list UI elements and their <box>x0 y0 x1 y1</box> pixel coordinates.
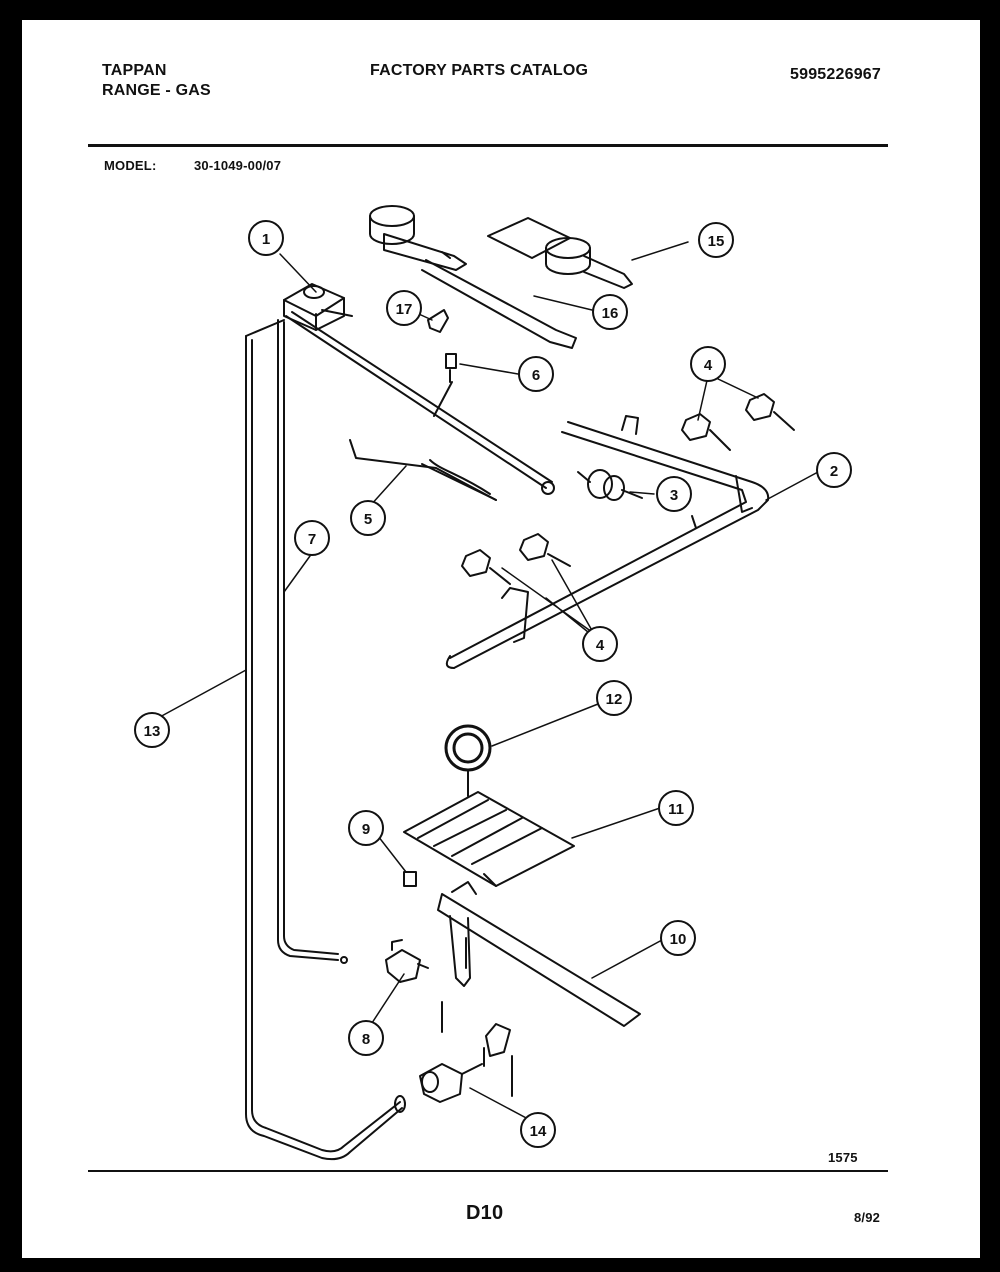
svg-text:8: 8 <box>362 1031 370 1048</box>
svg-text:17: 17 <box>396 301 413 318</box>
svg-text:14: 14 <box>530 1123 547 1140</box>
svg-text:2: 2 <box>830 463 838 480</box>
callout-6: 6 <box>518 356 554 392</box>
callout-10: 10 <box>660 920 696 956</box>
document-number: 5995226967 <box>790 66 881 83</box>
svg-text:16: 16 <box>602 305 619 322</box>
svg-text:4: 4 <box>704 357 713 374</box>
svg-text:5: 5 <box>364 511 372 528</box>
svg-text:9: 9 <box>362 821 370 838</box>
thermostat-valve-drawing <box>577 469 643 501</box>
callout-13: 13 <box>134 712 170 748</box>
callout-14: 14 <box>520 1112 556 1148</box>
model-label: MODEL: <box>104 158 157 173</box>
clip-drawing <box>403 871 417 887</box>
brand-label: TAPPAN <box>102 62 167 79</box>
callout-17: 17 <box>386 290 422 326</box>
header-rule <box>88 144 888 147</box>
callout-4-upper: 4 <box>690 346 726 382</box>
burner-valve-drawing-set <box>461 393 795 585</box>
safety-valve-drawing <box>340 939 429 983</box>
part-callouts: 1 2 3 4 4 5 6 7 8 9 10 11 12 13 14 15 16… <box>134 220 852 1148</box>
orifice-drawing <box>445 353 457 369</box>
revision-date: 8/92 <box>854 1210 881 1225</box>
baffle-drawing <box>403 791 575 887</box>
callout-leader-lines <box>157 241 819 1121</box>
svg-text:6: 6 <box>532 367 540 384</box>
category-label: RANGE - GAS <box>102 82 211 99</box>
burner-supply-line-drawing <box>277 319 339 961</box>
callout-7: 7 <box>294 520 330 556</box>
svg-text:3: 3 <box>670 487 678 504</box>
svg-text:12: 12 <box>606 691 623 708</box>
callout-1: 1 <box>248 220 284 256</box>
callout-2: 2 <box>816 452 852 488</box>
callout-12: 12 <box>596 680 632 716</box>
bracket-drawing <box>427 309 449 333</box>
callout-15: 15 <box>698 222 734 258</box>
svg-text:15: 15 <box>708 233 725 250</box>
manifold-tube-drawing <box>285 311 555 495</box>
svg-text:11: 11 <box>668 801 684 818</box>
callout-9: 9 <box>348 810 384 846</box>
broiler-burner-drawing <box>437 881 641 1027</box>
drawing-number: 1575 <box>828 1150 858 1165</box>
callout-3: 3 <box>656 476 692 512</box>
top-burner-left-drawing <box>369 205 577 349</box>
callout-16: 16 <box>592 294 628 330</box>
callout-4-lower: 4 <box>582 626 618 662</box>
svg-text:7: 7 <box>308 531 316 548</box>
oven-valve-drawing <box>419 1001 513 1103</box>
svg-text:4: 4 <box>596 637 605 654</box>
catalog-sheet: TAPPAN RANGE - GAS FACTORY PARTS CATALOG… <box>22 20 980 1258</box>
footer-rule <box>88 1170 888 1172</box>
pressure-regulator-drawing <box>283 283 353 331</box>
callout-8: 8 <box>348 1020 384 1056</box>
catalog-title: FACTORY PARTS CATALOG <box>370 62 589 79</box>
svg-text:10: 10 <box>670 931 687 948</box>
svg-text:13: 13 <box>144 723 161 740</box>
top-burner-right-drawing <box>487 217 633 289</box>
svg-text:1: 1 <box>262 231 270 248</box>
exploded-parts-diagram: 1 2 3 4 4 5 6 7 8 9 10 11 12 13 14 15 16… <box>134 205 852 1161</box>
burner-cap-drawing <box>444 724 492 797</box>
thermocouple-drawing <box>349 439 497 501</box>
callout-11: 11 <box>658 790 694 826</box>
callout-5: 5 <box>350 500 386 536</box>
model-number: 30-1049-00/07 <box>194 158 282 173</box>
oven-burner-manifold-drawing <box>445 415 770 669</box>
page-code: D10 <box>466 1202 504 1224</box>
